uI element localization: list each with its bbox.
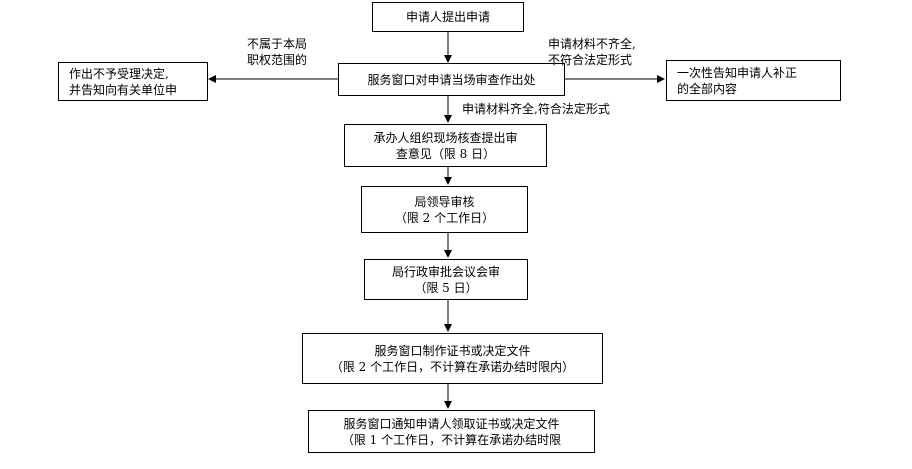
admin-meeting-text-line1: 局行政审批会议会审 (391, 264, 500, 279)
supplement-text-line1: 一次性告知申请人补正 (677, 65, 798, 80)
notify-applicant-text-line2: （限 1 个工作日，不计算在承诺办结时限 (341, 432, 562, 447)
site-check-text-line2: 查意见（限 8 日） (395, 146, 496, 161)
label-out-of-scope-line2: 职权范围的 (247, 53, 308, 67)
reject-text-line2: 并告知向有关单位申 (69, 82, 178, 97)
admin-meeting-box: 局行政审批会议会审 （限 5 日） (364, 259, 528, 300)
start-text: 申请人提出申请 (405, 10, 490, 24)
label-out-of-scope-line1: 不属于本局 (247, 37, 308, 51)
supplement-box: 一次性告知申请人补正 的全部内容 (666, 60, 841, 101)
site-check-box: 承办人组织现场核查提出审 查意见（限 8 日） (344, 124, 547, 167)
label-incomplete: 申请材料不齐全, 不符合法定形式 (548, 36, 636, 68)
label-incomplete-line1: 申请材料不齐全, (548, 37, 636, 51)
make-certificate-text-line2: （限 2 个工作日，不计算在承诺办结时限内） (330, 359, 575, 374)
label-complete-text: 申请材料齐全,符合法定形式 (462, 102, 610, 116)
leader-review-text-line2: （限 2 个工作日） (394, 210, 495, 225)
window-review-text: 服务窗口对申请当场审查作出处 (367, 72, 536, 87)
reject-text-line1: 作出不予受理决定, (69, 66, 169, 81)
leader-review-text-line1: 局领导审核 (414, 194, 475, 209)
notify-applicant-box: 服务窗口通知申请人领取证书或决定文件 （限 1 个工作日，不计算在承诺办结时限 (308, 410, 595, 453)
site-check-text-line1: 承办人组织现场核查提出审 (373, 130, 518, 145)
label-complete: 申请材料齐全,符合法定形式 (462, 101, 610, 117)
make-certificate-text-line1: 服务窗口制作证书或决定文件 (374, 343, 531, 358)
reject-box: 作出不予受理决定, 并告知向有关单位申 (58, 62, 208, 101)
label-incomplete-line2: 不符合法定形式 (548, 53, 633, 67)
window-review-box: 服务窗口对申请当场审查作出处 (338, 63, 565, 96)
label-out-of-scope: 不属于本局 职权范围的 (247, 36, 307, 68)
admin-meeting-text-line2: （限 5 日） (414, 280, 478, 295)
start-box: 申请人提出申请 (372, 2, 524, 32)
supplement-text-line2: 的全部内容 (677, 81, 738, 96)
notify-applicant-text-line1: 服务窗口通知申请人领取证书或决定文件 (343, 416, 560, 431)
make-certificate-box: 服务窗口制作证书或决定文件 （限 2 个工作日，不计算在承诺办结时限内） (302, 333, 603, 384)
leader-review-box: 局领导审核 （限 2 个工作日） (361, 186, 528, 233)
